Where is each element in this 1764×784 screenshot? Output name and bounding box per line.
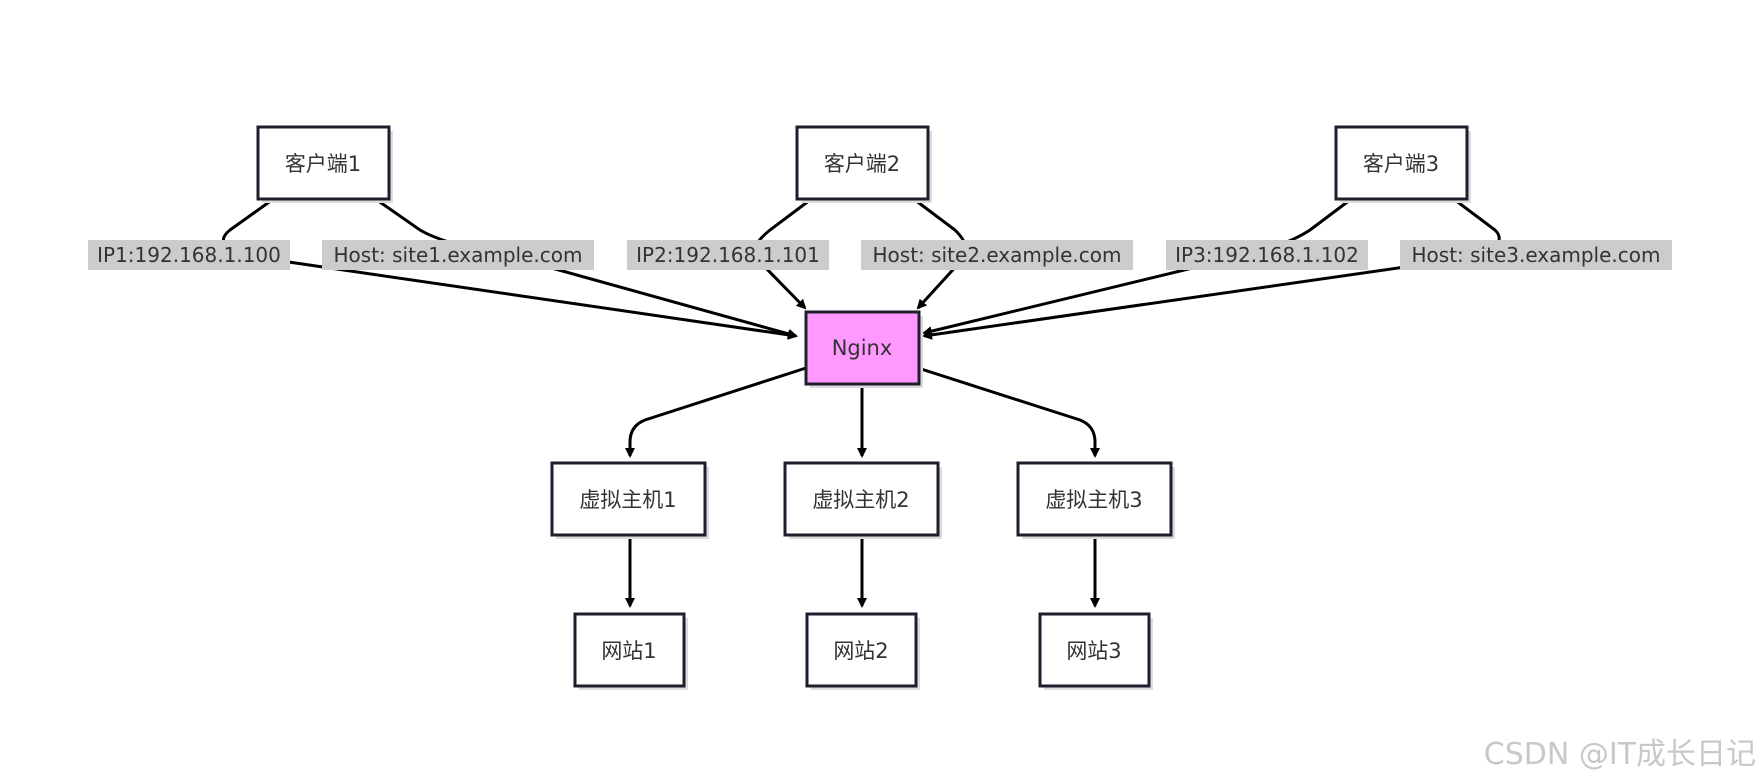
node-site2: 网站2 — [805, 612, 920, 690]
node-nginx: Nginx — [804, 310, 923, 388]
node-vhost2: 虚拟主机2 — [783, 461, 942, 539]
edge-label-host1-text: Host: site1.example.com — [334, 243, 583, 267]
node-client1: 客户端1 — [256, 125, 393, 203]
node-site3: 网站3 — [1038, 612, 1153, 690]
edge-label-ip3-text: IP3:192.168.1.102 — [1175, 243, 1359, 267]
edge-label-host1: Host: site1.example.com — [322, 240, 594, 270]
edge-labels: IP1:192.168.1.100 Host: site1.example.co… — [88, 240, 1672, 270]
edge-label-host2-text: Host: site2.example.com — [873, 243, 1122, 267]
node-site2-label: 网站2 — [833, 639, 888, 663]
node-vhost3-label: 虚拟主机3 — [1045, 488, 1142, 512]
node-client3-label: 客户端3 — [1363, 152, 1439, 176]
edge-label-host3-text: Host: site3.example.com — [1412, 243, 1661, 267]
edge-label-host2: Host: site2.example.com — [861, 240, 1133, 270]
node-vhost1-label: 虚拟主机1 — [579, 488, 676, 512]
node-site1-label: 网站1 — [601, 639, 656, 663]
node-client2-label: 客户端2 — [824, 152, 900, 176]
edge-nginx-to-vhost3 — [917, 366, 1100, 458]
edge-label-ip1: IP1:192.168.1.100 — [88, 240, 290, 270]
node-site1: 网站1 — [573, 612, 688, 690]
edge-label-ip2: IP2:192.168.1.101 — [627, 240, 829, 270]
node-client3: 客户端3 — [1334, 125, 1471, 203]
nodes: 客户端1 客户端2 客户端3 Nginx 虚拟主机1 虚拟主机2 — [256, 125, 1471, 690]
node-client2: 客户端2 — [795, 125, 932, 203]
node-vhost1: 虚拟主机1 — [550, 461, 709, 539]
node-site3-label: 网站3 — [1066, 639, 1121, 663]
edge-label-ip2-text: IP2:192.168.1.101 — [636, 243, 820, 267]
edge-label-host3: Host: site3.example.com — [1400, 240, 1672, 270]
node-vhost2-label: 虚拟主机2 — [812, 488, 909, 512]
edge-nginx-to-vhost1 — [625, 366, 807, 458]
node-nginx-label: Nginx — [832, 336, 893, 360]
watermark: CSDN @IT成长日记 — [1484, 737, 1756, 772]
node-vhost3: 虚拟主机3 — [1016, 461, 1175, 539]
edge-label-ip1-text: IP1:192.168.1.100 — [97, 243, 281, 267]
edge-label-ip3: IP3:192.168.1.102 — [1166, 240, 1368, 270]
node-client1-label: 客户端1 — [285, 152, 361, 176]
